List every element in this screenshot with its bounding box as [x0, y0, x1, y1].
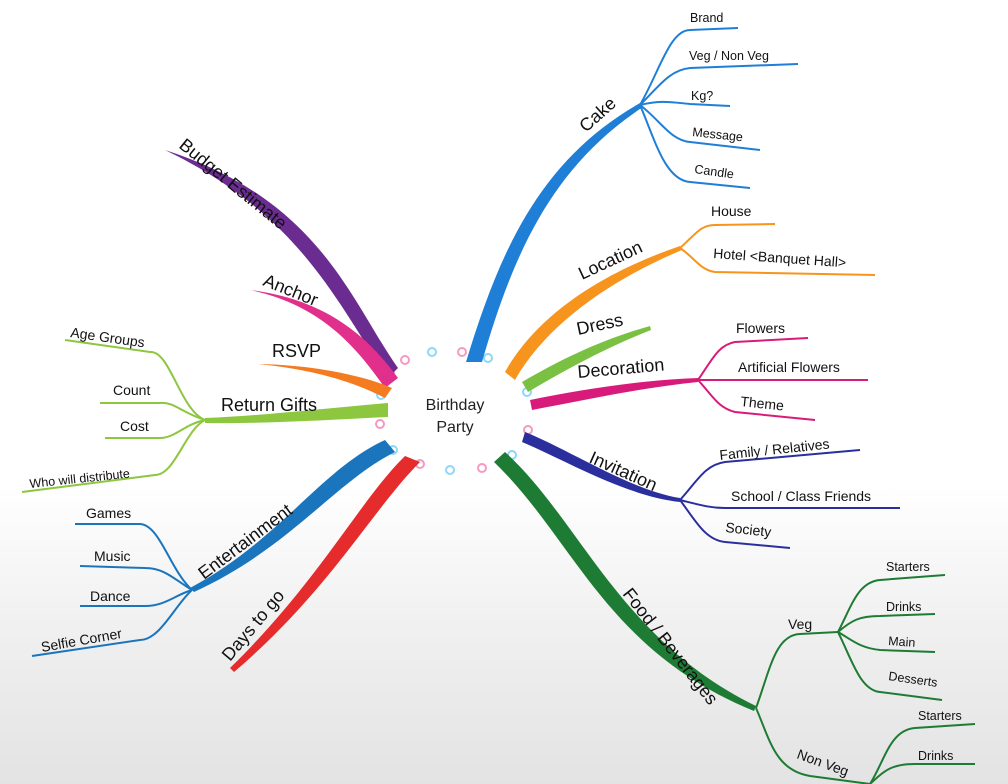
- decoration-sub-lines: [697, 337, 868, 421]
- food-branch-line: [494, 452, 756, 711]
- location-sub-lines: [679, 223, 876, 276]
- center-label-line2: Party: [436, 419, 473, 436]
- days-to-go-branch-line: [230, 456, 420, 672]
- food-veg-label: Veg: [788, 616, 812, 632]
- decoration-item-artificial-flowers: Artificial Flowers: [738, 359, 840, 375]
- entertainment-item-selfie-corner: Selfie Corner: [40, 625, 124, 655]
- entertainment-label: Entertainment: [194, 500, 296, 583]
- food-nonveg-item-starters: Starters: [918, 709, 962, 723]
- invitation-item-school-class-friends: School / Class Friends: [731, 488, 871, 504]
- invitation-item-society: Society: [725, 519, 772, 540]
- food-veg-item-starters: Starters: [886, 560, 930, 574]
- entertainment-item-games: Games: [86, 505, 131, 521]
- return-gifts-item-who-will-distribute: Who will distribute: [29, 467, 131, 491]
- entertainment-item-music: Music: [94, 548, 131, 564]
- anchor-branch-line: [250, 290, 398, 388]
- return-gifts-label: Return Gifts: [221, 395, 317, 415]
- location-item-house: House: [711, 203, 752, 219]
- entertainment-branch-line: [190, 440, 395, 592]
- invitation-sub-lines: [679, 449, 900, 549]
- return-gifts-sub-lines: [21, 339, 206, 493]
- dress-label: Dress: [575, 310, 625, 339]
- cake-sub-lines: [639, 27, 799, 189]
- budget-label: Budget Estimate: [175, 135, 290, 234]
- rsvp-label: RSVP: [272, 341, 321, 361]
- location-branch-line: [505, 246, 682, 380]
- food-veg-item-desserts: Desserts: [888, 669, 939, 690]
- cake-item-kg: Kg?: [691, 89, 713, 103]
- food-veg-item-drinks: Drinks: [886, 600, 921, 614]
- food-veg-item-main: Main: [888, 634, 916, 650]
- cake-branch-line: [466, 103, 643, 362]
- location-item-hotel: Hotel <Banquet Hall>: [713, 245, 847, 270]
- return-gifts-item-count: Count: [113, 382, 150, 398]
- branch-decoration: Decoration Flowers Artificial Flowers Th…: [530, 320, 868, 421]
- cake-item-veg-non-veg: Veg / Non Veg: [689, 49, 769, 63]
- decoration-item-theme: Theme: [740, 393, 785, 413]
- food-label: Food / Beverages: [619, 584, 722, 708]
- branch-invitation: Invitation Family / Relatives School / C…: [522, 432, 900, 549]
- center-label-line1: Birthday: [426, 397, 485, 414]
- branch-location: Location House Hotel <Banquet Hall>: [505, 203, 876, 380]
- decoration-branch-line: [530, 378, 698, 410]
- invitation-branch-line: [522, 432, 680, 502]
- food-sub-lines: [755, 574, 976, 784]
- entertainment-item-dance: Dance: [90, 588, 131, 604]
- branch-rsvp: RSVP: [258, 341, 392, 398]
- entertainment-sub-lines: [31, 523, 193, 657]
- branch-return-gifts: Return Gifts Age Groups Count Cost Who w…: [21, 324, 388, 493]
- cake-item-brand: Brand: [690, 11, 723, 25]
- decoration-item-flowers: Flowers: [736, 320, 785, 336]
- cake-item-candle: Candle: [694, 162, 735, 181]
- branch-cake: Cake Brand Veg / Non Veg Kg? Message Can…: [466, 11, 799, 362]
- return-gifts-item-cost: Cost: [120, 418, 149, 434]
- decoration-label: Decoration: [577, 354, 665, 382]
- food-nonveg-item-drinks: Drinks: [918, 749, 953, 763]
- return-gifts-branch-line: [205, 403, 388, 424]
- dress-branch-line: [522, 326, 651, 392]
- rsvp-branch-line: [258, 364, 392, 398]
- center-node: Birthday Party: [375, 347, 533, 475]
- cake-label: Cake: [575, 93, 620, 136]
- anchor-label: Anchor: [261, 270, 321, 310]
- invitation-item-family-relatives: Family / Relatives: [719, 436, 831, 463]
- cake-item-message: Message: [692, 125, 744, 144]
